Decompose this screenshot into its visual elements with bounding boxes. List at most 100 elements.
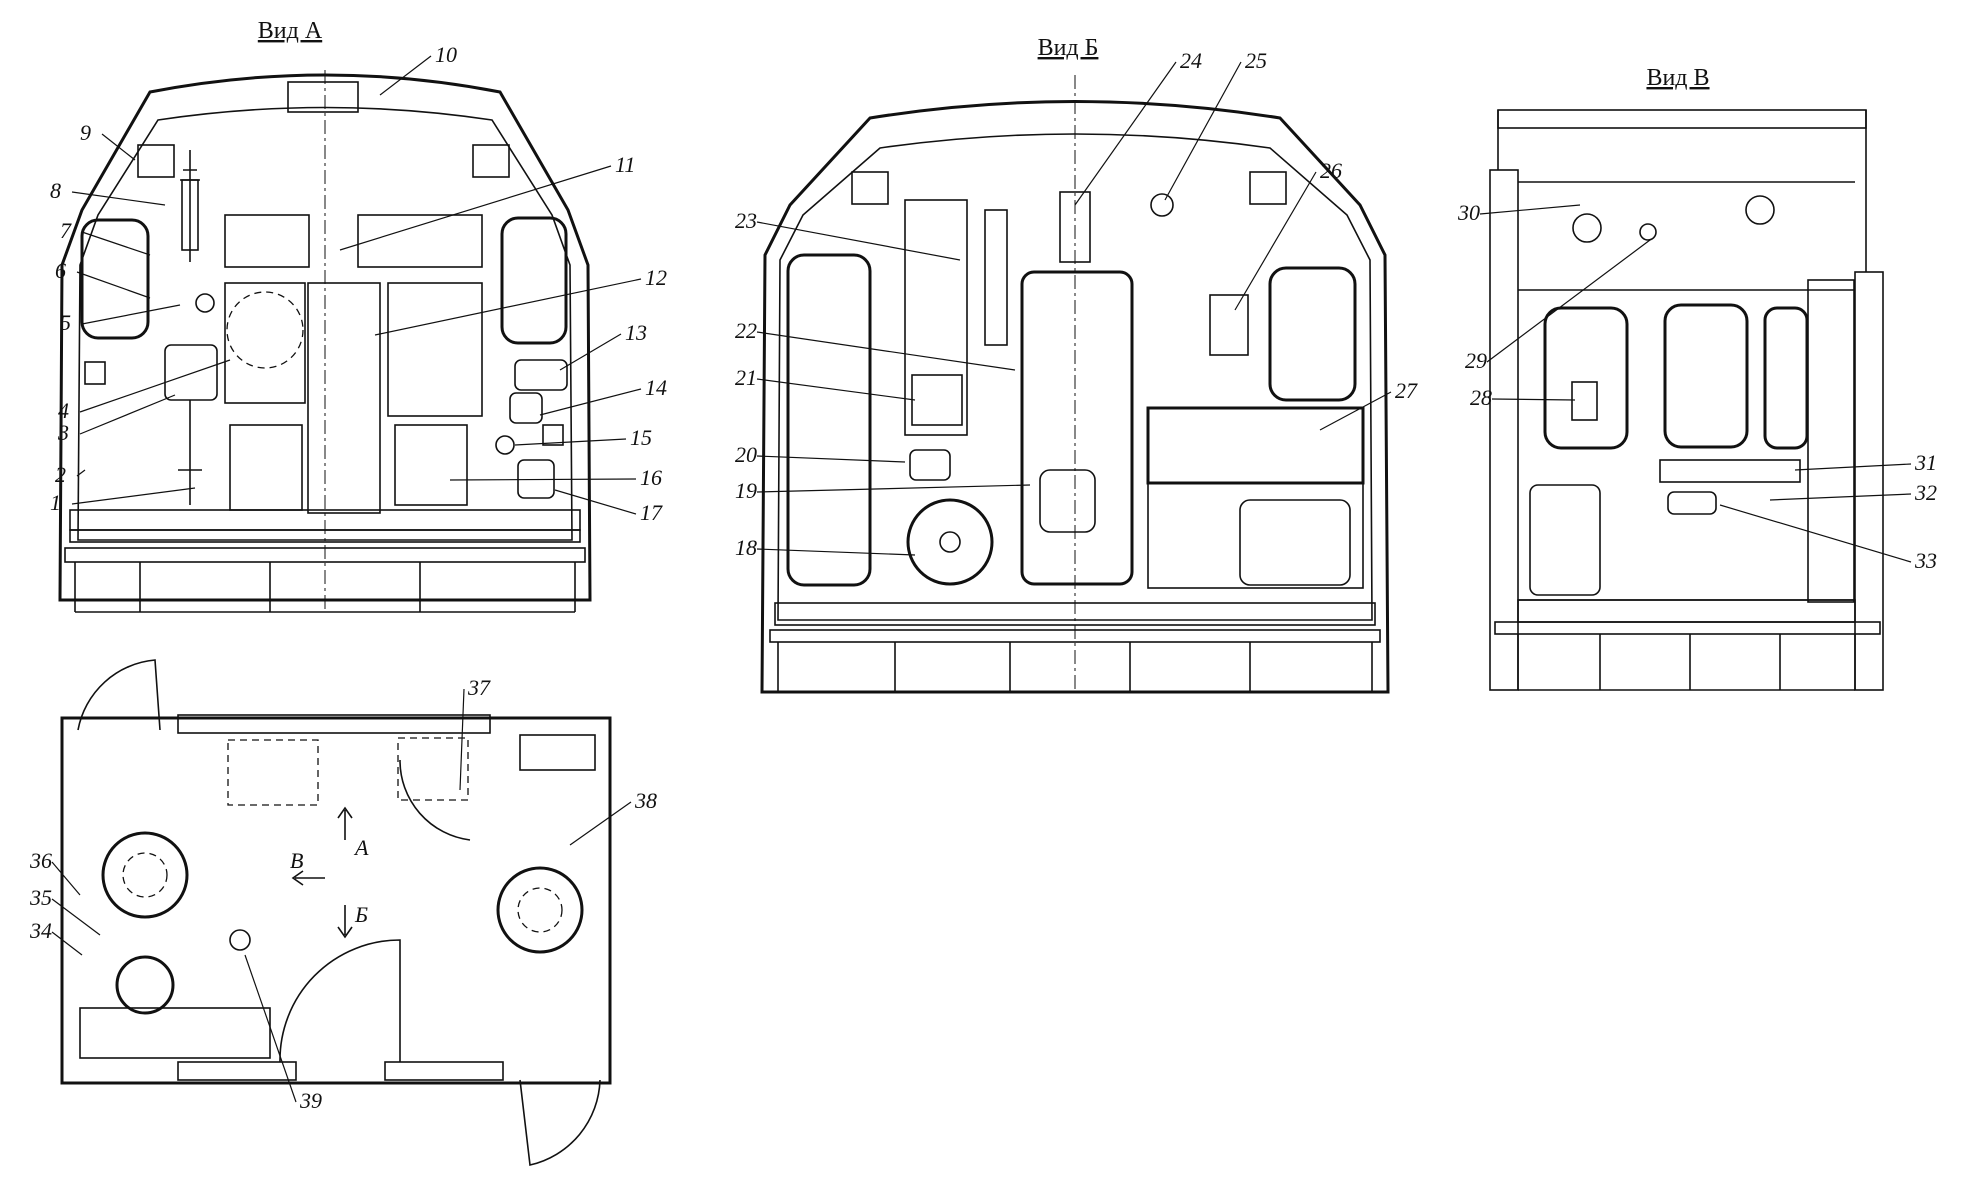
box-20 — [909, 449, 951, 481]
callout-leader-18 — [756, 548, 916, 556]
seat-19 — [1039, 469, 1096, 533]
callout-label-38: 38 — [634, 788, 657, 813]
callout-leader-11 — [339, 165, 612, 251]
callout-label-33: 33 — [1914, 548, 1937, 573]
cabinet-mid-left — [224, 282, 306, 404]
plan-panel-right — [519, 734, 596, 771]
plan-wall-bottom-left — [177, 1061, 297, 1081]
box-right-small — [542, 424, 564, 446]
callout-leader-31 — [1794, 463, 1912, 471]
window-v-2 — [1663, 303, 1749, 449]
rear-door — [1020, 270, 1134, 586]
callout-leader-1 — [71, 487, 196, 505]
pipe-vertical-a — [180, 150, 200, 262]
plan-wall-bottom-right — [384, 1061, 504, 1081]
seat-right — [496, 866, 584, 954]
callout-label-32: 32 — [1914, 480, 1937, 505]
callout-label-15: 15 — [630, 425, 652, 450]
device-21 — [911, 374, 963, 426]
callout-label-28: 28 — [1470, 385, 1492, 410]
plan-box-dashed — [397, 737, 469, 801]
callout-leader-21 — [756, 378, 916, 401]
callout-label-17: 17 — [640, 500, 663, 525]
callout-label-20: 20 — [735, 442, 757, 467]
callout-label-11: 11 — [615, 152, 635, 177]
door-swing-right — [519, 1079, 601, 1166]
callout-label-2: 2 — [55, 462, 66, 487]
callout-label-34: 34 — [29, 918, 52, 943]
callout-leader-30 — [1479, 204, 1581, 215]
view-b-section: Вид Б — [760, 35, 1390, 694]
callout-leader-28 — [1491, 398, 1576, 401]
callout-label-27: 27 — [1395, 378, 1418, 403]
side-window-left — [80, 218, 150, 340]
callout-leader-34 — [51, 931, 83, 956]
view-v-roof — [1497, 109, 1867, 129]
callout-leader-10 — [379, 55, 432, 96]
shelf-31 — [1659, 459, 1801, 483]
direction-v-label: В — [290, 848, 303, 873]
callout-label-37: 37 — [467, 675, 491, 700]
direction-arrows — [291, 806, 353, 939]
callout-leader-8 — [71, 191, 166, 206]
callout-leader-5 — [81, 304, 181, 325]
callout-label-30: 30 — [1457, 200, 1480, 225]
view-v-floor-plate — [1494, 621, 1881, 635]
direction-a-label: А — [353, 835, 369, 860]
callout-label-25: 25 — [1245, 48, 1267, 73]
callout-leader-7 — [81, 231, 151, 256]
view-v-underframe — [1517, 634, 1856, 691]
cabinet-mid-right — [387, 282, 483, 417]
gauge-panel-right — [514, 359, 568, 391]
callout-label-24: 24 — [1180, 48, 1202, 73]
view-b-interior — [777, 133, 1373, 621]
callout-leader-3 — [79, 394, 176, 435]
plan-control-desk — [79, 1007, 271, 1059]
callout-label-23: 23 — [735, 208, 757, 233]
callout-leader-12 — [374, 278, 642, 336]
window-v-1 — [1543, 306, 1629, 450]
callout-leader-32 — [1769, 493, 1912, 501]
callout-label-26: 26 — [1320, 158, 1342, 183]
callout-label-6: 6 — [55, 258, 66, 283]
seat-right-inner — [517, 887, 563, 933]
callout-label-5: 5 — [60, 310, 71, 335]
callout-leader-24 — [1074, 61, 1177, 206]
callout-leader-2 — [76, 469, 86, 477]
cabinet-v-left — [1529, 484, 1601, 596]
brake-pipe-a — [178, 400, 202, 505]
plan-handwheel — [115, 955, 175, 1015]
cylinder-b — [984, 209, 1008, 346]
callout-label-16: 16 — [640, 465, 662, 490]
fan-hidden-outline — [226, 291, 304, 369]
fitting-25 — [1150, 193, 1174, 217]
callout-label-13: 13 — [625, 320, 647, 345]
central-door — [307, 282, 381, 514]
vent-grille-b-right — [1249, 171, 1287, 205]
control-desk-body — [1147, 482, 1364, 589]
callout-leader-33 — [1719, 504, 1912, 563]
door-swing-center — [279, 939, 401, 1063]
callout-leader-36 — [51, 861, 81, 896]
callout-label-19: 19 — [735, 478, 757, 503]
callout-leader-27 — [1319, 391, 1392, 431]
callout-leader-16 — [449, 478, 637, 481]
valve-26 — [1209, 294, 1249, 356]
callout-leader-26 — [1234, 171, 1317, 311]
callout-leader-20 — [756, 455, 906, 463]
view-v-floor — [1517, 599, 1856, 623]
callout-label-9: 9 — [80, 120, 91, 145]
box-33 — [1667, 491, 1717, 515]
callout-leader-25 — [1164, 61, 1242, 201]
callout-leader-6 — [76, 271, 151, 299]
side-door-window-b — [786, 253, 872, 587]
callout-leader-15 — [514, 438, 627, 446]
seat-left — [101, 831, 189, 919]
vent-grille-b-left — [851, 171, 889, 205]
cabinet-top-2 — [357, 214, 483, 268]
callout-leader-4 — [79, 359, 231, 413]
plan-view: А Б В — [60, 659, 612, 1166]
callout-label-21: 21 — [735, 365, 757, 390]
